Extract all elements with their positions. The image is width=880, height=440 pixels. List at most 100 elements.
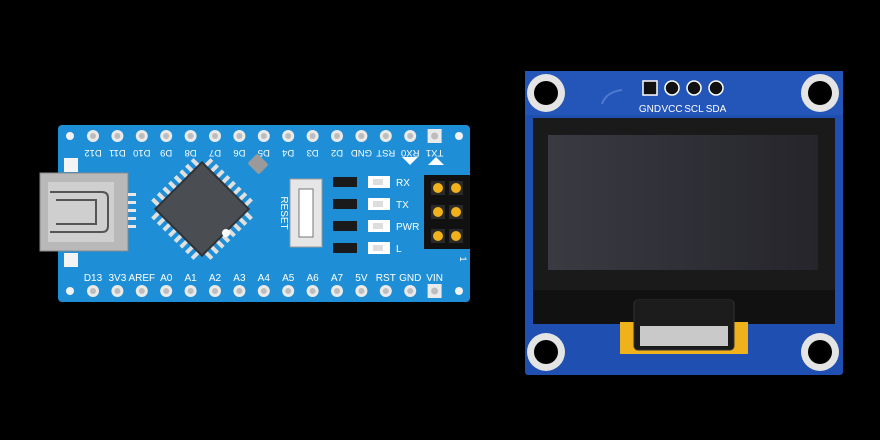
pin-hole	[309, 133, 316, 139]
status-leds: RX TX PWR L	[333, 176, 419, 255]
led-resistor	[333, 199, 357, 209]
oled-pin-label: SDA	[706, 104, 727, 115]
mounting-hole	[66, 287, 74, 295]
bottom-pin-label: GND	[399, 273, 421, 284]
led-lens	[373, 223, 383, 229]
oled-pin	[664, 80, 680, 96]
pin-hole	[358, 288, 365, 294]
pin-hole	[407, 133, 414, 139]
reset-label: RESET	[278, 196, 289, 229]
top-pin-label: TX1	[426, 147, 443, 158]
bottom-pin-label: 3V3	[109, 273, 127, 284]
pin-hole	[358, 133, 365, 139]
top-pin-label: D9	[160, 147, 172, 158]
pin-hole	[236, 133, 243, 139]
pin-hole	[334, 288, 340, 294]
icsp-pin	[451, 207, 461, 217]
silkscreen-arc	[601, 89, 623, 105]
top-pin-label: D6	[233, 147, 245, 158]
bottom-pin-label: A4	[258, 273, 271, 284]
arduino-pcb	[58, 125, 470, 302]
pin-hole	[260, 133, 267, 139]
bottom-pin-label: VIN	[426, 273, 443, 284]
pin-hole	[212, 133, 218, 139]
pin-hole	[90, 133, 96, 139]
pin-hole	[212, 288, 218, 294]
icsp-header: 1	[424, 175, 470, 262]
pin-hole	[236, 288, 243, 294]
bottom-pin-label: A2	[209, 273, 222, 284]
pin-hole	[309, 288, 316, 294]
bottom-pin-label: D13	[84, 273, 103, 284]
bottom-pin-label: A0	[160, 273, 173, 284]
top-pin-label: RST	[376, 147, 395, 158]
pin-hole	[382, 133, 389, 139]
pin-hole	[260, 288, 267, 294]
pin-hole	[187, 288, 194, 294]
bottom-pin-label: A1	[184, 273, 197, 284]
mounting-hole	[455, 287, 463, 295]
oled-screen	[548, 135, 818, 270]
mounting-hole	[455, 132, 463, 140]
pin-hole	[285, 288, 292, 294]
led-label: L	[396, 244, 402, 255]
pin-hole	[138, 133, 145, 139]
tx-arrow-icon	[428, 157, 444, 165]
bottom-pin-label: 5V	[355, 273, 368, 284]
bottom-pin-label: AREF	[128, 273, 155, 284]
top-pin-header	[87, 129, 442, 143]
pin-hole	[407, 288, 414, 294]
top-pin-label: D3	[307, 147, 319, 158]
crystal-oscillator	[248, 154, 268, 174]
pin-hole	[334, 133, 340, 139]
rx-arrow-icon	[402, 157, 418, 165]
pin-hole	[163, 288, 170, 294]
top-pin-label: D7	[209, 147, 221, 158]
led-lens	[373, 179, 383, 185]
top-pin-label: D8	[185, 147, 197, 158]
oled-pin-square	[642, 80, 658, 96]
oled-pin-label: SCL	[684, 104, 704, 115]
icsp-pin1-label: 1	[458, 256, 468, 261]
bottom-pin-label: A7	[331, 273, 344, 284]
icsp-pin	[433, 231, 443, 241]
icsp-pin	[451, 231, 461, 241]
icsp-pin	[433, 183, 443, 193]
reset-button: RESET	[278, 178, 323, 248]
mini-usb-connector	[39, 158, 136, 267]
top-pin-label: D12	[84, 147, 101, 158]
bottom-pin-label: A6	[306, 273, 319, 284]
pin-hole	[431, 132, 439, 140]
led-lens	[373, 245, 383, 251]
led-label: TX	[396, 200, 409, 211]
led-label: RX	[396, 178, 410, 189]
led-resistor	[333, 243, 357, 253]
top-pin-label: D11	[109, 147, 126, 158]
oled-pin	[686, 80, 702, 96]
led-label: PWR	[396, 222, 419, 233]
pin-hole	[90, 288, 96, 294]
oled-pin-label: VCC	[661, 104, 682, 115]
oled-mounting-holes	[527, 74, 839, 371]
led-resistor	[333, 221, 357, 231]
oled-pin-header	[642, 80, 724, 96]
pin-hole	[187, 133, 194, 139]
oled-pin	[708, 80, 724, 96]
top-pin-label: D10	[133, 147, 150, 158]
pin-hole	[114, 133, 121, 139]
pin-hole	[431, 287, 439, 295]
led-lens	[373, 201, 383, 207]
top-pin-label: D4	[282, 147, 294, 158]
icsp-pin	[451, 183, 461, 193]
pin-hole	[114, 288, 121, 294]
bottom-pin-header	[87, 284, 442, 298]
bottom-pin-label: A5	[282, 273, 295, 284]
top-pin-label: RX0	[401, 147, 419, 158]
led-resistor	[333, 177, 357, 187]
pin-hole	[163, 133, 170, 139]
bottom-pin-label: RST	[376, 273, 396, 284]
pin-hole	[382, 288, 389, 294]
